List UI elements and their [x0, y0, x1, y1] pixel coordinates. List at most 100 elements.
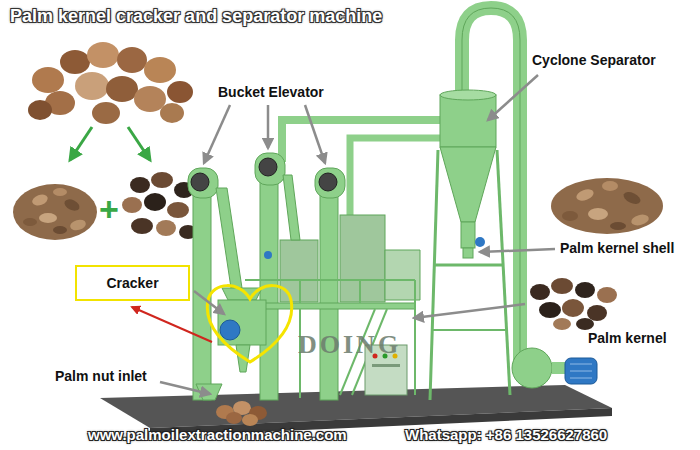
separator-housing [340, 215, 385, 302]
pointer-arrow [132, 307, 212, 342]
palm-nuts-image [28, 42, 193, 124]
kernel-pile-image [167, 202, 189, 218]
shell-pile-image [622, 190, 643, 207]
nut-heap [226, 412, 242, 424]
palm-nuts-image [160, 103, 184, 123]
palm-nuts-image [167, 81, 193, 103]
shell-pile-image [575, 187, 595, 203]
kernel-pile-image [122, 172, 197, 239]
cyclone-separator [431, 329, 507, 331]
bucket-elevator [191, 173, 209, 191]
kernel-pile-image [530, 284, 550, 300]
cracker [218, 288, 266, 372]
shell-pile-image [23, 218, 37, 226]
bucket-elevator [188, 168, 218, 198]
kernel-pile-image [575, 282, 595, 298]
shell-pile-image [551, 178, 663, 234]
heart-highlight [207, 286, 292, 362]
cracker [218, 300, 266, 345]
platform [245, 279, 415, 281]
fan [570, 378, 592, 379]
shell-pile-image [53, 188, 67, 196]
bucket-elevator [315, 168, 345, 198]
cyclone-separator [440, 90, 496, 100]
kernel-pile-image [122, 197, 142, 213]
kernel-pile-image [576, 318, 594, 330]
kernel-pile-image [131, 218, 153, 234]
kernel-pile-image [156, 220, 176, 236]
bucket-elevator [283, 175, 300, 240]
part-label: Palm kernel [588, 330, 667, 346]
cyclone-separator [475, 237, 485, 247]
kernel-pile-image [597, 287, 617, 303]
leader-arrow [204, 105, 230, 163]
cyclone-separator [497, 150, 510, 395]
platform [359, 280, 361, 303]
fan [512, 348, 552, 388]
callout-box: Cracker [75, 265, 190, 301]
watermark: DOING [298, 330, 401, 360]
shell-pile-image [610, 222, 626, 230]
fan [565, 358, 597, 384]
palm-nuts-image [32, 67, 64, 93]
shell-pile-image [63, 197, 82, 213]
shell-pile-image [551, 178, 663, 234]
shell-pile-image [13, 184, 97, 240]
kernel-pile-image [587, 305, 607, 321]
palm-nuts-image [117, 47, 147, 73]
kernel-pile-image [539, 302, 561, 318]
split-arrow [128, 127, 150, 160]
palm-nuts-image [28, 100, 52, 120]
leader-arrow [194, 291, 224, 314]
plus-sign: + [99, 192, 119, 226]
leader-arrow [160, 382, 210, 394]
cyclone-separator [440, 95, 496, 147]
separator-housing [280, 240, 318, 302]
part-label: Bucket Elevator [218, 84, 324, 100]
palm-nuts-image [87, 42, 119, 68]
leader-arrow [160, 75, 555, 394]
bucket-elevator [264, 251, 272, 259]
bucket-elevator [259, 158, 277, 176]
bucket-elevator [188, 153, 345, 400]
kernel-pile-image [144, 193, 166, 211]
cyclone-separator [430, 90, 510, 400]
shell-pile-image [69, 218, 87, 232]
shell-pile-image [588, 208, 608, 220]
cyclone-separator [461, 222, 475, 248]
kernel-pile-image [551, 278, 573, 294]
kernel-pile-image [553, 318, 571, 330]
cyclone-separator [430, 150, 438, 400]
palm-nuts-image [60, 50, 90, 74]
part-label: Cyclone Separator [532, 52, 656, 68]
shell-pile-image [53, 226, 67, 234]
nut-heap [242, 414, 258, 426]
kernel-pile-image [130, 177, 150, 193]
shell-pile-image [13, 184, 97, 240]
split-arrow [70, 127, 150, 160]
palm-nuts-image [92, 102, 120, 124]
bucket-elevator [320, 185, 338, 400]
separator-housing [280, 215, 420, 302]
title: Palm kernel cracker and separator machin… [10, 6, 382, 27]
shell-pile-image [39, 213, 57, 223]
leader-arrow [488, 75, 538, 120]
website-text: www.palmoilextractionmachine.com [88, 426, 347, 443]
cyclone-separator [440, 147, 496, 222]
nut-heap [216, 401, 267, 426]
kernel-pile-image [530, 278, 617, 330]
pointer-arrow [132, 307, 212, 342]
control-cabinet [372, 364, 400, 367]
palm-nuts-image [134, 86, 166, 112]
part-label: Palm nut inlet [55, 368, 147, 384]
fan [512, 348, 597, 388]
bucket-elevator [319, 173, 337, 191]
air-pipe [282, 8, 520, 365]
kernel-pile-image [562, 299, 584, 317]
kernel-pile-image [151, 172, 173, 188]
fan [570, 364, 592, 365]
fan [570, 371, 592, 372]
fan [552, 362, 566, 374]
bucket-elevator [216, 188, 242, 288]
